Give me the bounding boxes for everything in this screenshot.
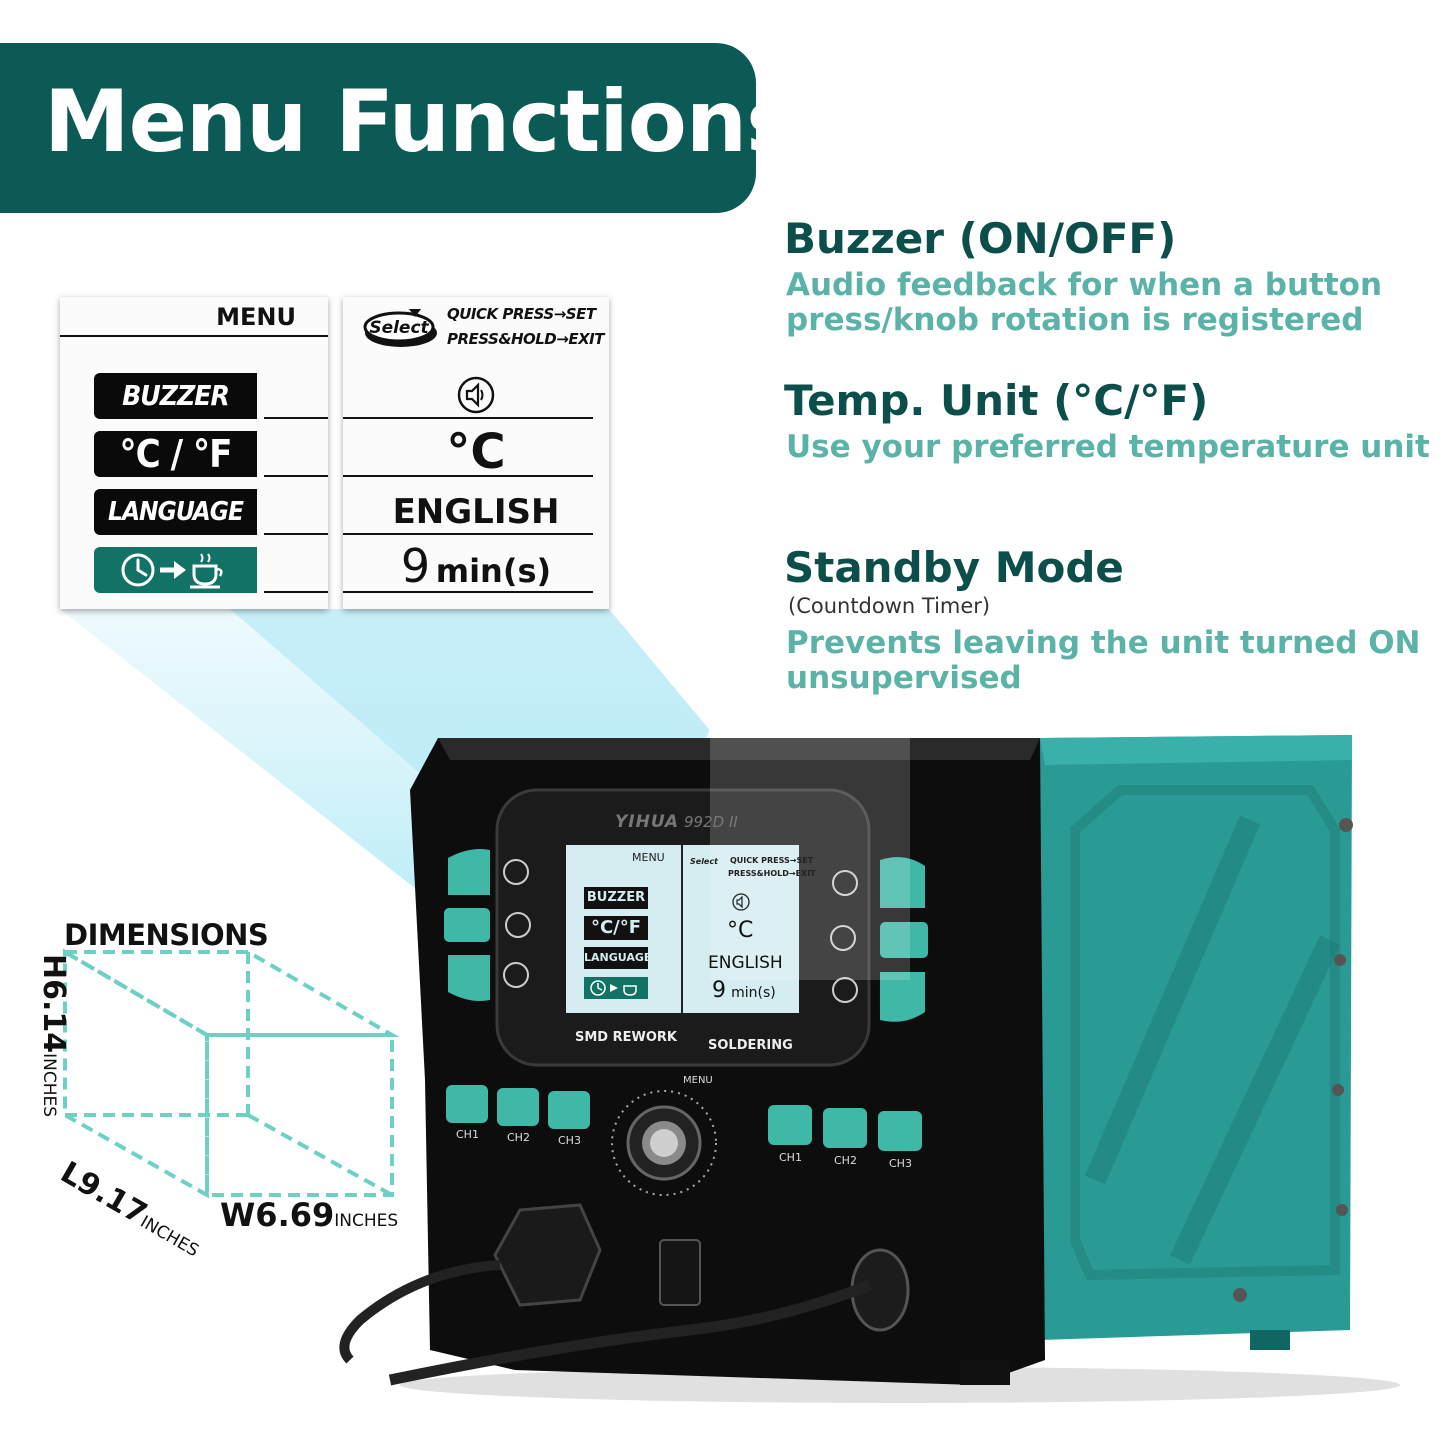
temp-unit-value: °C	[446, 424, 506, 480]
right-ch3-label: CH3	[889, 1157, 912, 1170]
feature-standby-desc-2: unsupervised	[786, 660, 1022, 696]
divider	[264, 533, 328, 535]
lcd-item-language: LANGUAGE	[584, 947, 651, 969]
lcd-standby-unit: min(s)	[731, 985, 776, 1001]
divider	[264, 417, 328, 419]
menu-item-buzzer: BUZZER	[94, 373, 257, 419]
feature-buzzer-desc-1: Audio feedback for when a button	[786, 267, 1383, 303]
knob-menu-label: MENU	[683, 1075, 713, 1086]
lcd-clock-arrow-coffee-icon	[590, 980, 637, 996]
feature-temp-unit-title: Temp. Unit (°C/°F)	[784, 376, 1209, 425]
standby-value: 9 min(s)	[343, 539, 609, 593]
divider	[264, 475, 328, 477]
menu-header: MENU	[216, 303, 296, 331]
lcd-select-badge: Select	[690, 857, 718, 866]
instruction-quick-press: QUICK PRESS→SET	[447, 305, 596, 323]
lcd-menu-header: MENU	[632, 851, 665, 864]
lcd-speaker-icon	[732, 893, 750, 911]
lcd-instruction-2: PRESS&HOLD→EXIT	[728, 869, 816, 878]
menu-item-temp-unit: °C / °F	[94, 431, 257, 477]
menu-item-language: LANGUAGE	[94, 489, 257, 535]
lcd-standby-minutes: 9	[712, 978, 726, 1003]
lcd-item-buzzer: BUZZER	[584, 887, 648, 909]
feature-standby-title: Standby Mode	[784, 543, 1124, 592]
title-banner	[0, 43, 756, 213]
speaker-icon	[457, 376, 495, 414]
clock-arrow-coffee-icon	[121, 553, 223, 589]
feature-buzzer-title: Buzzer (ON/OFF)	[784, 214, 1177, 263]
menu-item-standby	[94, 547, 257, 593]
dimension-height: H6.14INCHES	[36, 954, 71, 1117]
language-value: ENGLISH	[392, 492, 560, 532]
height-unit: INCHES	[39, 1053, 60, 1118]
divider	[343, 475, 593, 477]
divider	[264, 591, 328, 593]
page-title: Menu Functions	[44, 72, 797, 172]
divider	[60, 335, 328, 337]
feature-buzzer-desc-2: press/knob rotation is registered	[786, 302, 1364, 338]
lcd-item-temp-unit: °C/°F	[584, 916, 648, 940]
smd-rework-label: SMD REWORK	[575, 1030, 677, 1045]
feature-temp-unit-desc: Use your preferred temperature unit	[786, 429, 1430, 465]
standby-minutes: 9	[400, 539, 431, 593]
right-ch2-label: CH2	[834, 1154, 857, 1167]
standby-unit: min(s)	[435, 552, 552, 590]
device-model: 992D II	[684, 813, 738, 831]
menu-card-right: Select QUICK PRESS→SET PRESS&HOLD→EXIT °…	[343, 297, 609, 609]
menu-card-left: MENU BUZZER °C / °F LANGUAGE	[60, 297, 328, 609]
left-ch2-label: CH2	[507, 1131, 530, 1144]
dimension-width: W6.69INCHES	[220, 1196, 398, 1234]
feature-standby-subtitle: (Countdown Timer)	[788, 594, 991, 618]
dimensions-title: DIMENSIONS	[64, 918, 269, 952]
lcd-instruction-1: QUICK PRESS→SET	[730, 856, 814, 865]
width-unit: INCHES	[334, 1211, 399, 1231]
soldering-label: SOLDERING	[708, 1038, 793, 1053]
instruction-press-hold: PRESS&HOLD→EXIT	[447, 330, 604, 348]
divider	[343, 591, 593, 593]
select-knob-icon: Select	[363, 309, 437, 347]
divider	[343, 417, 593, 419]
lcd-temp-unit-value: °C	[727, 918, 754, 943]
device-brand: YIHUA	[615, 812, 680, 832]
left-ch3-label: CH3	[558, 1134, 581, 1147]
select-badge-text: Select	[369, 318, 429, 338]
lcd-item-standby	[584, 977, 648, 999]
right-ch1-label: CH1	[779, 1151, 802, 1164]
height-value: H6.14	[36, 953, 72, 1054]
left-ch1-label: CH1	[456, 1128, 479, 1141]
feature-standby-desc-1: Prevents leaving the unit turned ON	[786, 625, 1421, 661]
divider	[343, 533, 593, 535]
lcd-language-value: ENGLISH	[708, 953, 783, 973]
width-value: W6.69	[220, 1196, 335, 1234]
lcd-standby-value: 9 min(s)	[712, 978, 776, 1003]
